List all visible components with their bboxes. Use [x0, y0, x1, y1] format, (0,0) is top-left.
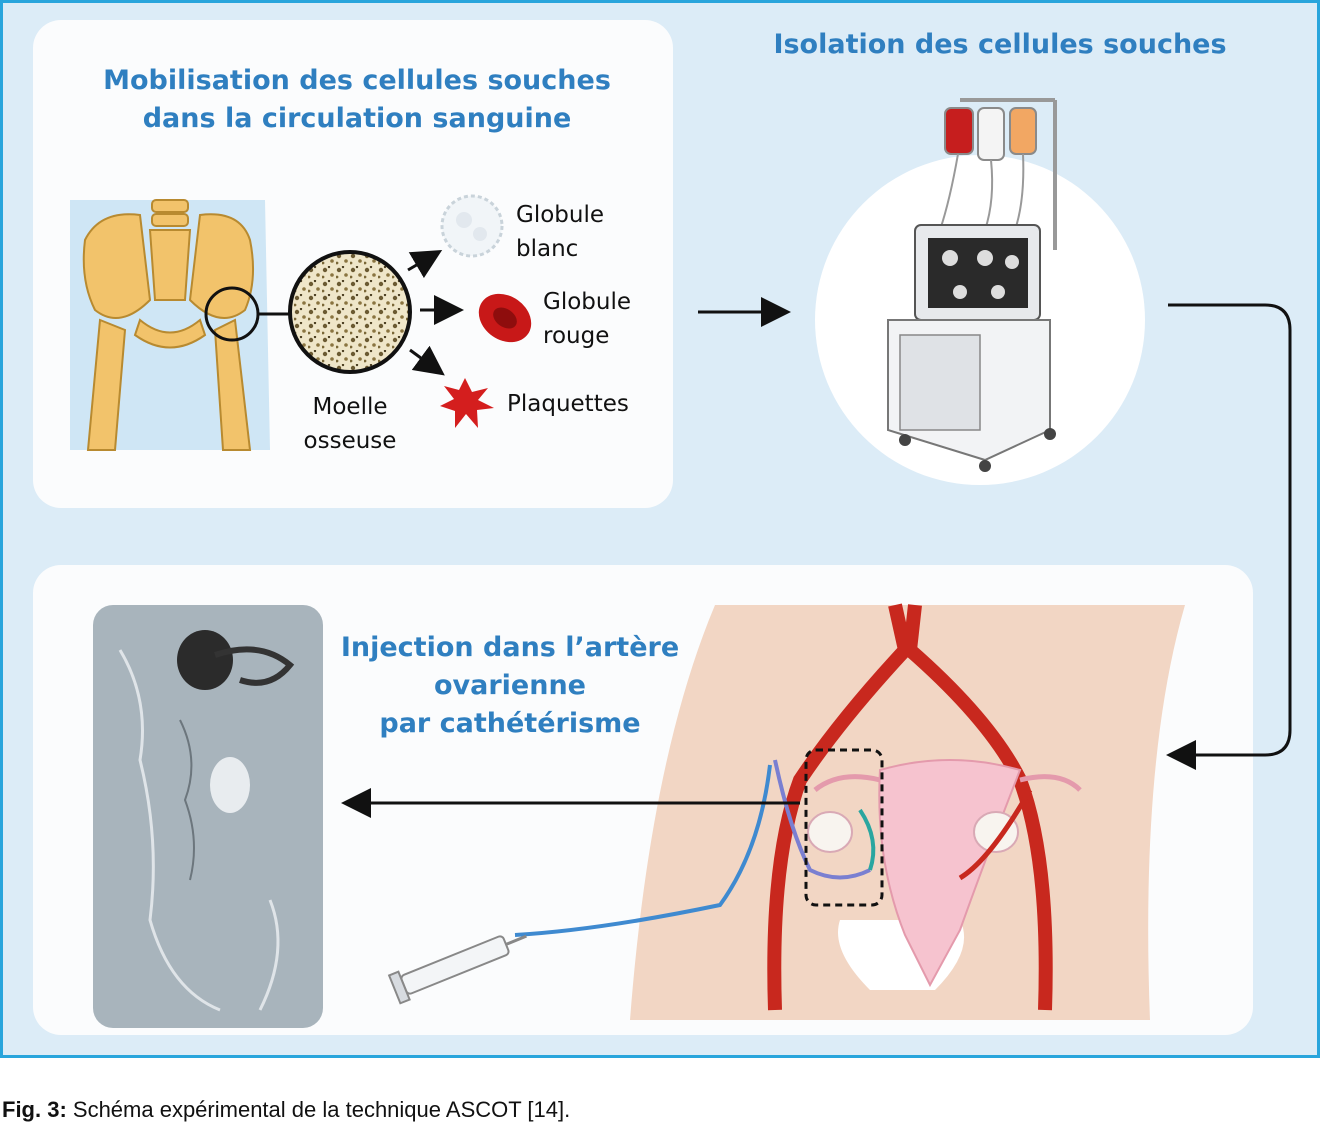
- mobilisation-title-line1: Mobilisation des cellules souches: [103, 65, 611, 96]
- uterus-artery-illustration: [514, 603, 1185, 1020]
- platelet-icon: [440, 378, 494, 428]
- marrow-label-line1: Moelle: [312, 394, 388, 420]
- injection-title-line1: Injection dans l’artère: [340, 632, 680, 663]
- apheresis-machine-illustration: [815, 98, 1145, 485]
- red-cell-label-line2: rouge: [543, 323, 610, 349]
- red-cell-label: Globule rouge: [543, 285, 631, 353]
- marrow-label-line2: osseuse: [303, 428, 397, 454]
- figure-caption: Fig. 3: Schéma expérimental de la techni…: [2, 1097, 570, 1123]
- red-blood-cell-icon: [478, 293, 532, 343]
- red-cell-label-line1: Globule: [543, 289, 632, 315]
- syringe-icon: [387, 934, 527, 1005]
- mobilisation-title: Mobilisation des cellules souches dans l…: [60, 62, 654, 138]
- platelet-label: Plaquettes: [507, 387, 629, 421]
- white-cell-label: Globule blanc: [516, 198, 604, 266]
- marrow-label: Moelle osseuse: [300, 390, 400, 458]
- isolation-title: Isolation des cellules souches: [773, 29, 1227, 60]
- angiography-image: [93, 605, 323, 1028]
- caption-text: Schéma expérimental de la technique ASCO…: [66, 1097, 571, 1122]
- mobilisation-title-line2: dans la circulation sanguine: [142, 103, 572, 134]
- platelet-label-line1: Plaquettes: [507, 391, 629, 417]
- injection-title: Injection dans l’artère ovarienne par ca…: [330, 629, 690, 743]
- pelvis-illustration: [70, 199, 290, 451]
- white-cell-label-line1: Globule: [516, 202, 605, 228]
- caption-label: Fig. 3:: [2, 1097, 67, 1122]
- bone-marrow-circle: [288, 250, 412, 374]
- white-cell-label-line2: blanc: [516, 236, 579, 262]
- injection-title-line2: ovarienne: [433, 670, 586, 701]
- arrow-to-injection: [1166, 303, 1292, 770]
- injection-title-line3: par cathétérisme: [379, 708, 641, 739]
- white-blood-cell-icon: [440, 194, 504, 258]
- catheter-zoom-box: [804, 748, 884, 907]
